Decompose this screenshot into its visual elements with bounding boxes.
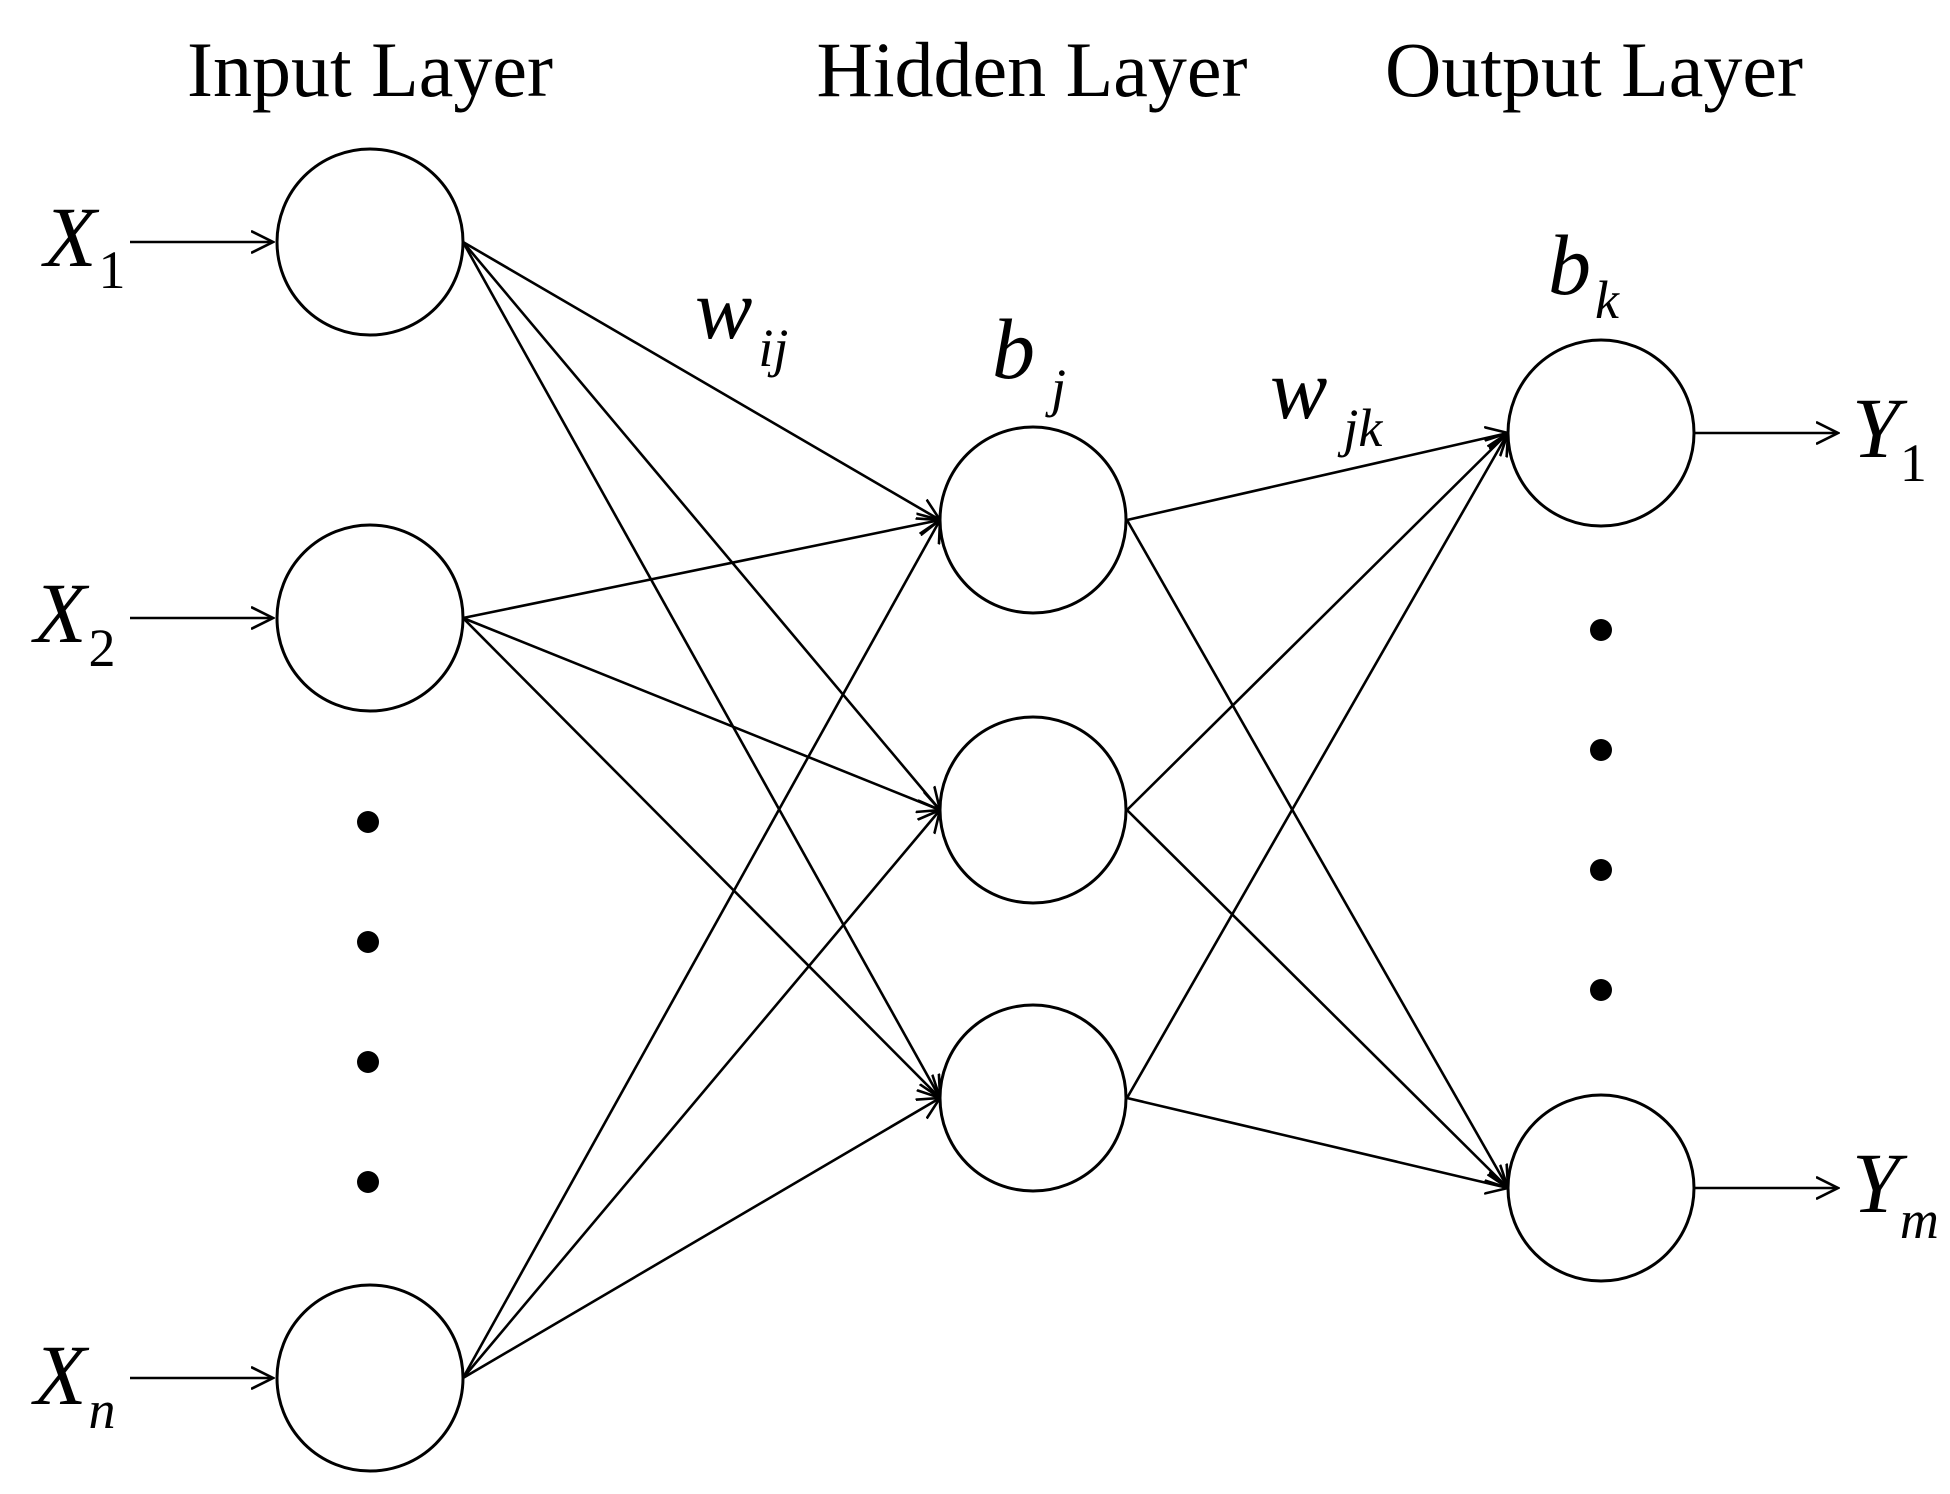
edge-h3-y1 xyxy=(1125,433,1508,1099)
ellipsis-dot xyxy=(1590,859,1612,881)
bias-subscript: j xyxy=(1045,358,1066,418)
input-subscript: 1 xyxy=(99,240,126,300)
hidden-node-2 xyxy=(938,715,1128,905)
output-subscript: m xyxy=(1900,1190,1939,1250)
hidden-layer-nodes xyxy=(938,425,1128,1193)
ellipsis-dot xyxy=(357,811,379,833)
input-subscript: 2 xyxy=(89,618,116,678)
output-arrows xyxy=(1694,433,1838,1188)
input-var: X xyxy=(31,565,90,661)
bias-subscript: k xyxy=(1595,270,1620,330)
output-node-1 xyxy=(1506,338,1696,528)
ellipsis-dot xyxy=(357,1051,379,1073)
edge-h2-ym xyxy=(1126,809,1508,1188)
edge-h1-y1 xyxy=(1126,433,1508,522)
output-subscript: 1 xyxy=(1900,433,1927,493)
edge-xn-h2 xyxy=(462,810,940,1379)
ellipsis-dot xyxy=(1590,979,1612,1001)
ellipsis-dot xyxy=(357,931,379,953)
output-layer-title: Output Layer xyxy=(1385,26,1803,113)
bias-var: b xyxy=(1548,217,1591,313)
hidden-node-1 xyxy=(938,425,1128,615)
edge-h1-ym xyxy=(1125,519,1508,1188)
bias-var: b xyxy=(992,301,1035,397)
edge-x1-h2 xyxy=(462,241,940,810)
edge-x1-h1 xyxy=(462,240,940,520)
input-hidden-connections xyxy=(461,240,940,1380)
edge-h3-ym xyxy=(1126,1096,1508,1188)
weight-var: w xyxy=(695,261,752,357)
output-node-m xyxy=(1506,1093,1696,1283)
ellipsis-dot xyxy=(1590,739,1612,761)
input-layer-nodes xyxy=(275,147,465,1473)
output-layer-nodes xyxy=(1506,338,1696,1283)
weight-var: w xyxy=(1270,341,1327,437)
ellipsis-dot xyxy=(1590,619,1612,641)
edge-x2-h3 xyxy=(462,617,940,1098)
edge-x1-h3 xyxy=(461,241,940,1098)
input-var: X xyxy=(41,189,100,285)
hidden-output-connections xyxy=(1125,433,1508,1188)
input-label-x1: X1 xyxy=(41,189,126,300)
input-node-n xyxy=(275,1283,465,1473)
edge-xn-h3 xyxy=(462,1098,940,1380)
weight-subscript: jk xyxy=(1337,398,1383,458)
output-label-y1: Y1 xyxy=(1852,380,1927,493)
hidden-node-3 xyxy=(938,1003,1128,1193)
edge-h2-y1 xyxy=(1126,433,1508,811)
output-var: Y xyxy=(1852,380,1908,476)
output-var: Y xyxy=(1852,1135,1908,1231)
edge-x2-h1 xyxy=(462,520,940,620)
input-ellipsis-dots xyxy=(357,811,379,1193)
output-label-ym: Ym xyxy=(1852,1135,1939,1250)
weight-subscript: ij xyxy=(758,318,788,378)
input-layer-title: Input Layer xyxy=(187,26,553,113)
input-label-x2: X2 xyxy=(31,565,116,678)
edge-xn-h1 xyxy=(461,520,940,1379)
ellipsis-dot xyxy=(357,1171,379,1193)
input-node-1 xyxy=(275,147,465,337)
input-label-xn: Xn xyxy=(31,1327,116,1440)
edge-x2-h2 xyxy=(462,616,940,810)
output-ellipsis-dots xyxy=(1590,619,1612,1001)
hidden-layer-title: Hidden Layer xyxy=(817,26,1248,113)
input-subscript: n xyxy=(89,1380,116,1440)
bias-label-bk: bk xyxy=(1548,217,1620,330)
input-node-2 xyxy=(275,523,465,713)
input-arrows xyxy=(130,242,273,1378)
input-var: X xyxy=(31,1327,90,1423)
